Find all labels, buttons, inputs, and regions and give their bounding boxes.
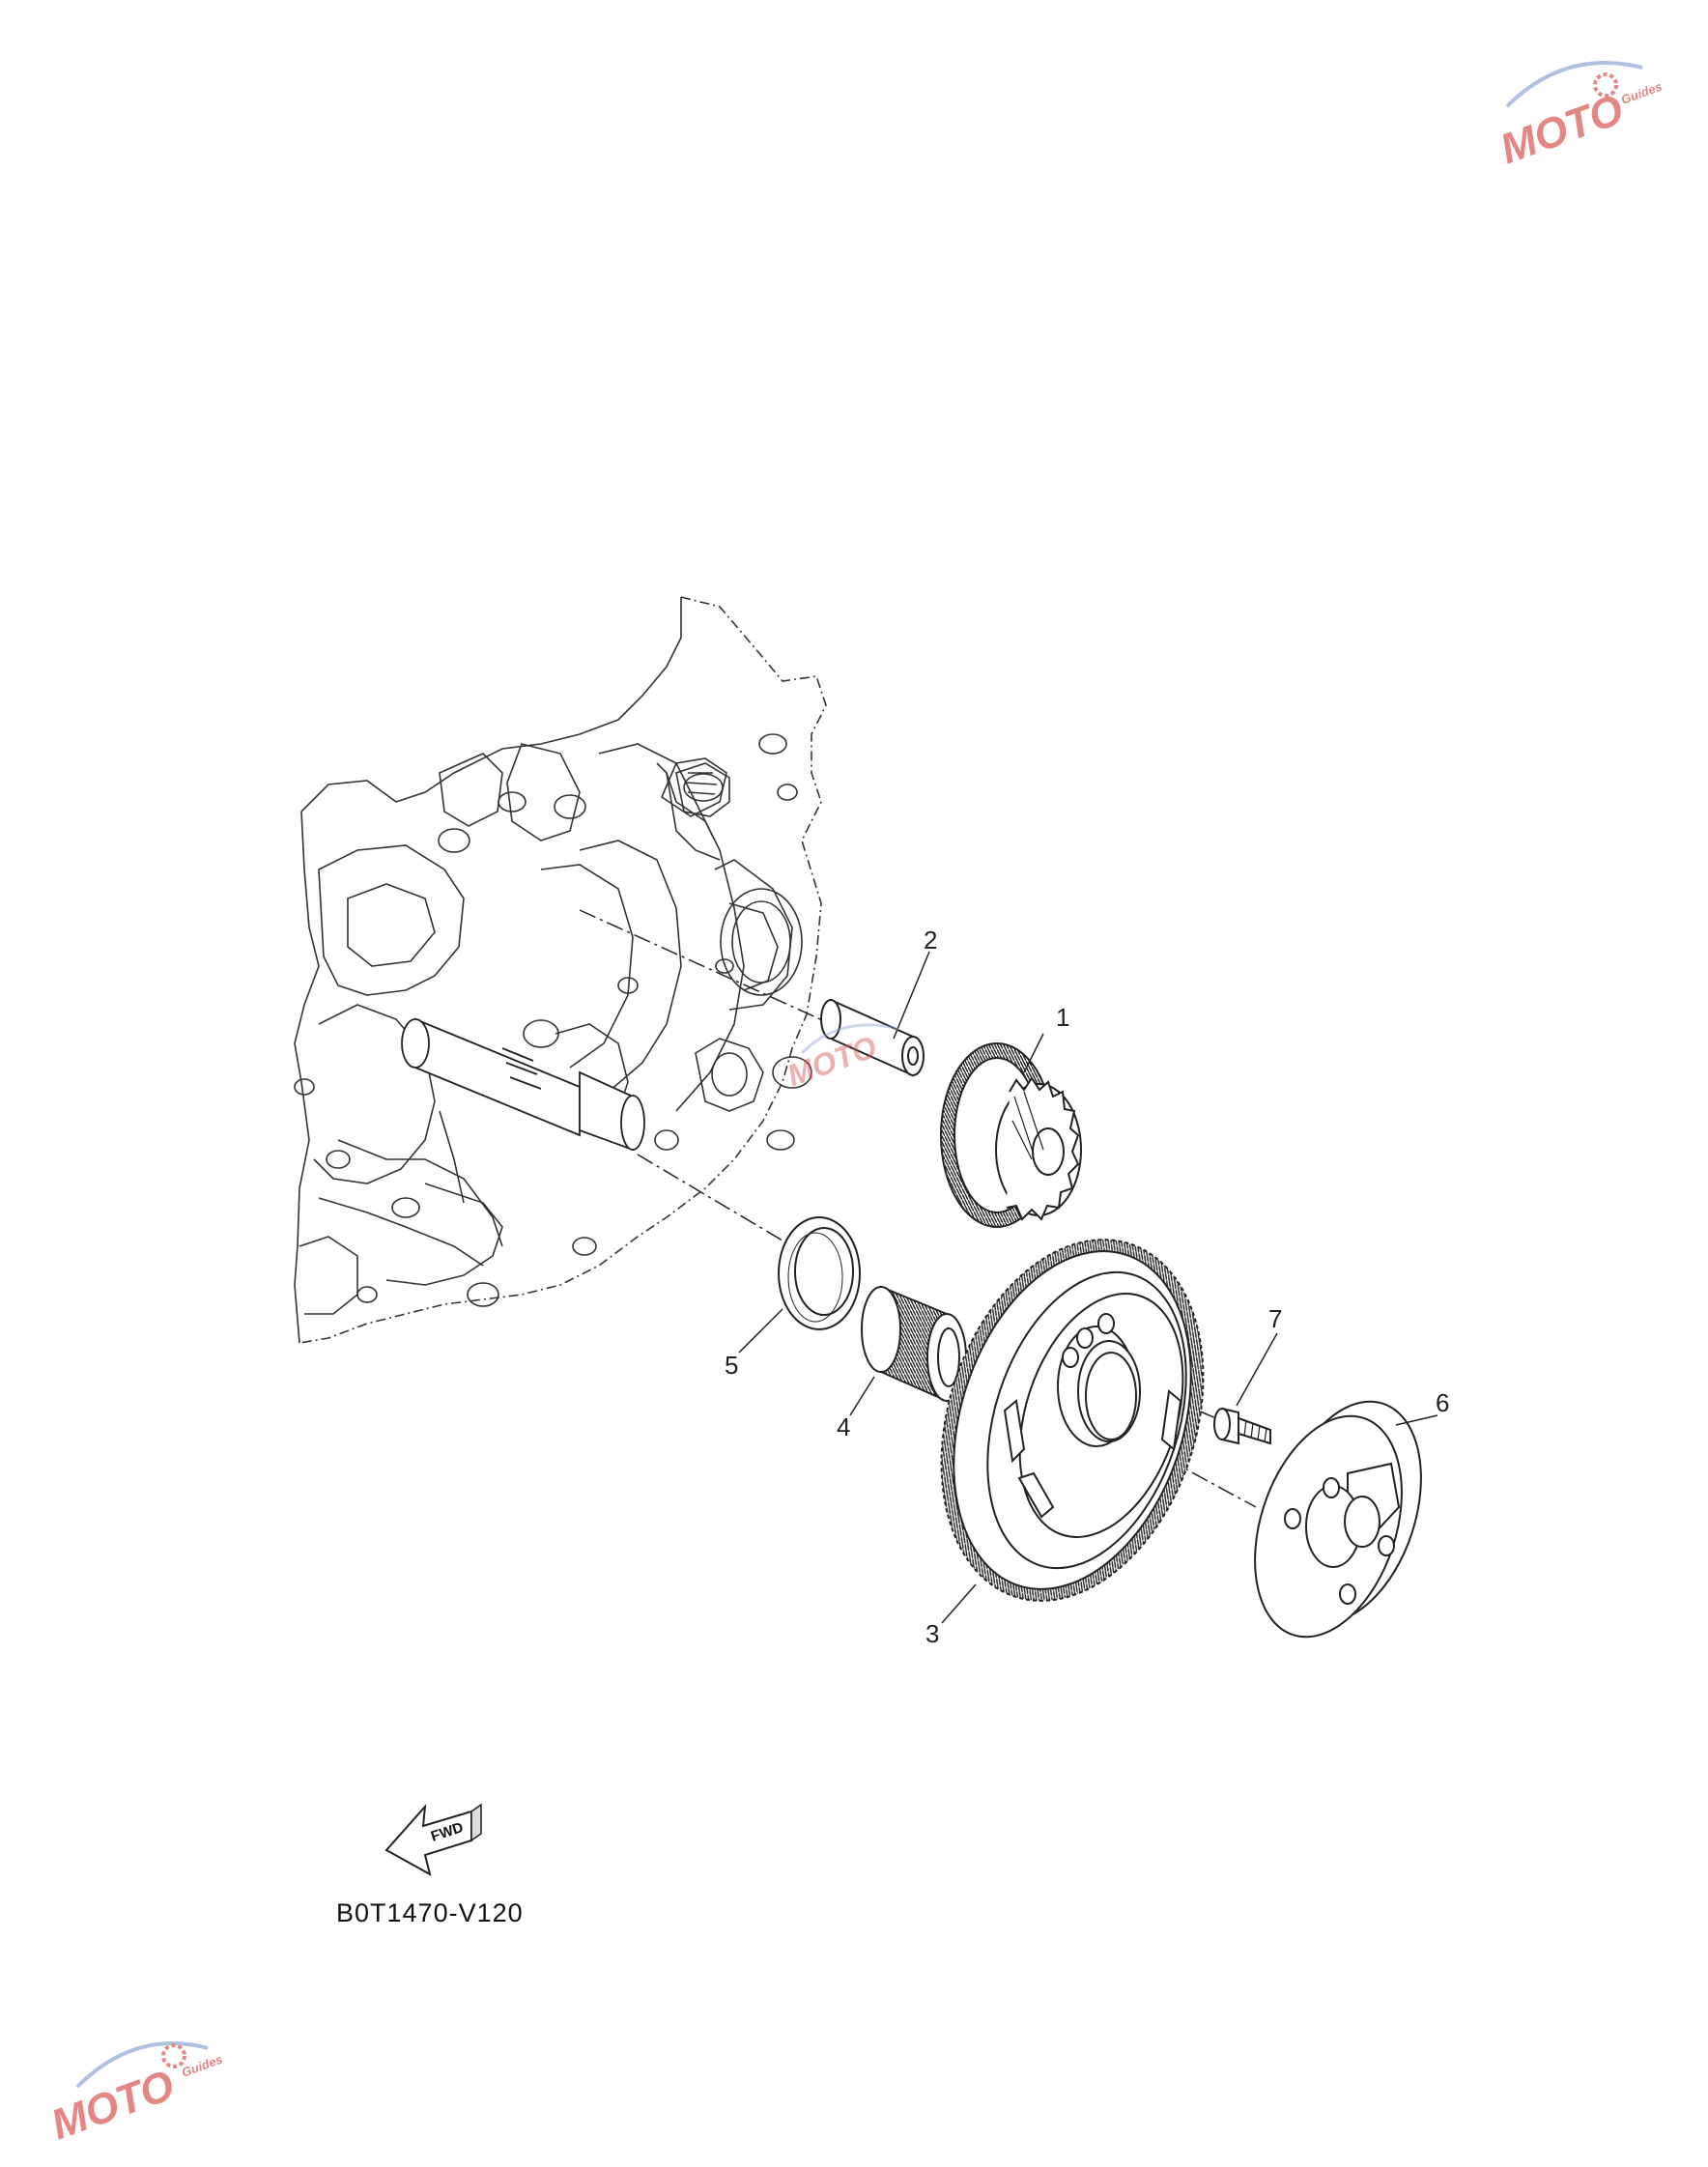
part-7-bolt xyxy=(1213,1407,1271,1445)
part-5-washer xyxy=(778,1216,861,1330)
part-2-shaft xyxy=(820,998,925,1077)
fwd-arrow-icon: FWD xyxy=(384,1803,482,1876)
callout-1: 1 xyxy=(1056,1003,1070,1032)
diagram-code: B0T1470-V120 xyxy=(336,1898,524,1927)
callout-3: 3 xyxy=(925,1619,940,1648)
gear-icon xyxy=(1593,72,1618,98)
watermark-sub: Guides xyxy=(1619,79,1665,107)
callout-7: 7 xyxy=(1268,1304,1283,1333)
crankcase-outline xyxy=(294,596,827,1344)
callout-5: 5 xyxy=(725,1351,739,1380)
part-4-needle-bearing xyxy=(861,1285,967,1403)
watermark-brand-bottom: MOTO xyxy=(45,2061,181,2149)
crankcase-shaft xyxy=(401,1017,645,1152)
callout-leaders xyxy=(738,951,1438,1624)
callout-2: 2 xyxy=(924,926,938,955)
gear-icon-bottom xyxy=(161,2043,186,2068)
watermark-logo-bottom: MOTO Guides xyxy=(45,2041,224,2149)
part-1-idler-gear xyxy=(940,1042,1082,1228)
watermark-logo-top: MOTO Guides xyxy=(1494,61,1665,173)
callout-6: 6 xyxy=(1436,1388,1450,1417)
callout-4: 4 xyxy=(837,1412,851,1441)
part-3-starter-wheel-gear xyxy=(940,1239,1205,1602)
part-6-clutch-housing xyxy=(1254,1400,1422,1639)
